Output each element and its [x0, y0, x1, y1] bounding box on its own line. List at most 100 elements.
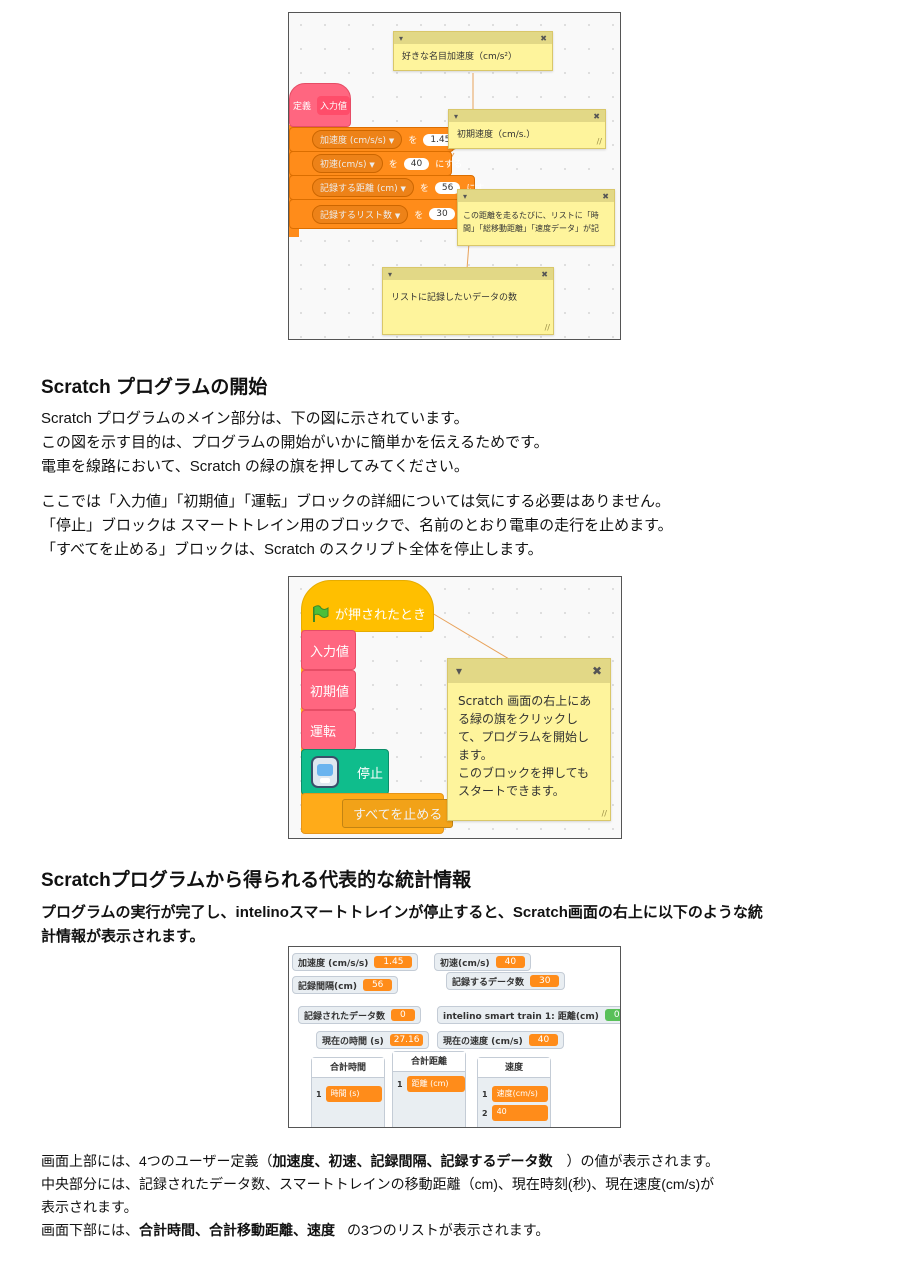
list-item[interactable]: 2 40	[482, 1105, 548, 1121]
monitor-value: 1.45	[374, 956, 413, 968]
monitor-label: 記録されたデータ数	[304, 1011, 386, 1022]
resize-handle[interactable]: //	[601, 809, 607, 818]
resize-handle[interactable]: //	[544, 323, 550, 332]
set-record-distance-block[interactable]: 記録する距離 (cm) ▼ を 56 にす	[289, 175, 484, 200]
variable-dropdown[interactable]: 初速(cm/s) ▼	[312, 154, 383, 173]
to-label: を	[408, 136, 418, 146]
paragraph-stats-lead: プログラムの実行が完了し、intelinoスマートトレインが停止すると、Scra…	[41, 901, 763, 949]
define-name: 入力値	[317, 95, 351, 115]
monitor-initial-speed[interactable]: 初速(cm/s) 40	[434, 953, 532, 971]
monitor-train-distance[interactable]: intelino smart train 1: 距離(cm) 0	[437, 1006, 620, 1024]
list-index: 1	[482, 1089, 488, 1099]
set-list-count-block[interactable]: 記録するリスト数 ▼ を 30 にす	[289, 199, 479, 229]
variable-dropdown[interactable]: 記録するリスト数 ▼	[312, 204, 409, 224]
comment-start-hint[interactable]: ▾✖ Scratch 画面の右上にあ る緑の旗をクリックし て、プログラムを開始…	[447, 658, 611, 821]
paragraph-start-intro: Scratch プログラムのメイン部分は、下の図に示されています。 この図を示す…	[41, 407, 549, 479]
input-values-block[interactable]: 入力値	[301, 630, 356, 670]
text-line: 「停止」ブロックは スマートトレイン用のブロックで、名前のとおり電車の走行を止め…	[41, 517, 673, 534]
block-label: 運転	[310, 724, 337, 740]
set-initial-speed-block[interactable]: 初速(cm/s) ▼ を 40 にする	[289, 151, 462, 176]
to-label: を	[388, 160, 398, 170]
paragraph-stats-summary: 画面上部には、4つのユーザー定義（加速度、初速、記録間隔、記録するデータ数）の値…	[41, 1150, 719, 1242]
to-label: を	[419, 184, 429, 194]
list-total-time[interactable]: 合計時間 1 時間 (s)	[311, 1057, 385, 1127]
close-icon[interactable]: ✖	[540, 33, 547, 43]
green-flag-icon[interactable]	[311, 605, 329, 622]
train-stop-block[interactable]: 停止	[301, 749, 389, 795]
run-block[interactable]: 運転	[301, 710, 356, 750]
monitor-record-count[interactable]: 記録するデータ数 30	[446, 972, 566, 990]
list-title: 合計時間	[312, 1058, 384, 1078]
monitor-label: 初速(cm/s)	[440, 958, 490, 969]
section-heading-start: Scratch プログラムの開始	[41, 377, 268, 398]
monitor-recorded-data[interactable]: 記録されたデータ数 0	[298, 1006, 421, 1024]
monitor-acceleration[interactable]: 加速度 (cm/s/s) 1.45	[292, 953, 419, 971]
block-label: 初期値	[310, 684, 350, 700]
resize-handle[interactable]: //	[596, 137, 602, 146]
figure-stats-monitors: 加速度 (cm/s/s) 1.45 初速(cm/s) 40 記録するデータ数 3…	[288, 946, 621, 1128]
list-total-distance[interactable]: 合計距離 1 距離 (cm)	[392, 1051, 466, 1127]
text-line: この図を示す目的は、プログラムの開始がいかに簡単かを伝えるためです。	[41, 434, 549, 451]
variable-dropdown[interactable]: 記録する距離 (cm) ▼	[312, 178, 414, 197]
close-icon[interactable]: ✖	[593, 111, 600, 121]
list-title: 合計距離	[393, 1052, 465, 1072]
comment-record-distance[interactable]: ▾ ✖ この距離を走るたびに、リストに「時間」「総移動距離」「速度データ」が記	[457, 189, 615, 246]
close-icon[interactable]: ✖	[591, 664, 602, 678]
list-index: 1	[316, 1089, 322, 1099]
list-item[interactable]: 1 速度(cm/s)	[482, 1086, 548, 1102]
comment-text: 初期速度（cm/s.）	[457, 130, 536, 140]
value-input[interactable]: 30	[429, 208, 455, 220]
monitor-label: intelino smart train 1: 距離(cm)	[443, 1011, 599, 1022]
comment-initial-speed[interactable]: ▾ ✖ 初期速度（cm/s.） //	[448, 109, 606, 149]
list-value: 時間 (s)	[325, 1086, 382, 1102]
comment-acceleration[interactable]: ▾ ✖ 好きな名目加速度（cm/s²）	[393, 31, 553, 71]
monitor-record-interval[interactable]: 記録間隔(cm) 56	[292, 976, 399, 994]
value-input[interactable]: 40	[403, 157, 430, 170]
set-acceleration-block[interactable]: 加速度 (cm/s/s) ▼ を 1.45 に	[289, 127, 472, 152]
list-item[interactable]: 1 距離 (cm)	[397, 1076, 465, 1092]
stop-all-block[interactable]: すべてを止める	[301, 793, 454, 834]
list-value: 40	[491, 1105, 548, 1121]
monitor-value: 40	[528, 1034, 559, 1046]
list-item[interactable]: 1 時間 (s)	[316, 1086, 382, 1102]
list-speed[interactable]: 速度 1 速度(cm/s) 2 40	[477, 1057, 551, 1127]
monitor-value: 56	[362, 979, 393, 991]
to-label: を	[414, 210, 424, 221]
figure-main-program: が押されたとき 入力値 初期値 運転 停止 すべてを止める ▾✖ Scratch…	[288, 576, 622, 839]
initial-values-block[interactable]: 初期値	[301, 670, 356, 710]
chevron-down-icon[interactable]: ▾	[463, 191, 468, 201]
monitor-label: 加速度 (cm/s/s)	[298, 958, 369, 969]
green-flag-hat-block[interactable]: が押されたとき	[301, 580, 434, 632]
text-line: 表示されます。	[41, 1199, 138, 1215]
text-line: 計情報が表示されます。	[41, 928, 205, 945]
monitor-current-speed[interactable]: 現在の速度 (cm/s) 40	[437, 1031, 565, 1049]
block-label: すべてを止める	[353, 808, 443, 823]
monitor-current-time[interactable]: 現在の時間 (s) 27.16	[316, 1031, 430, 1049]
text-line: 「すべてを止める」ブロックは、Scratch のスクリプト全体を停止します。	[41, 541, 543, 558]
define-label: 定義	[293, 101, 312, 112]
comment-text: 好きな名目加速度（cm/s²）	[402, 52, 518, 62]
list-index: 2	[482, 1108, 488, 1118]
block-label: 入力値	[310, 644, 350, 660]
close-icon[interactable]: ✖	[541, 269, 548, 279]
chevron-down-icon[interactable]: ▾	[399, 33, 404, 43]
stop-all-dropdown[interactable]: すべてを止める	[342, 799, 454, 828]
comment-list-count[interactable]: ▾✖ リストに記録したいデータの数 //	[382, 267, 554, 335]
suffix-label: にする	[435, 160, 463, 170]
close-icon[interactable]: ✖	[602, 191, 609, 201]
monitor-value: 40	[495, 956, 526, 968]
chevron-down-icon: ▼	[394, 211, 401, 220]
define-hat-block[interactable]: 定義 入力値	[289, 83, 351, 127]
chevron-down-icon[interactable]: ▾	[454, 111, 459, 121]
monitor-value: 27.16	[389, 1034, 424, 1046]
value-input[interactable]: 56	[434, 181, 461, 194]
block-label: 停止	[357, 766, 384, 782]
chevron-down-icon[interactable]: ▾	[456, 664, 463, 678]
comment-text: この距離を走るたびに、リストに「時間」「総移動距離」「速度データ」が記	[463, 211, 599, 233]
monitor-label: 現在の時間 (s)	[322, 1036, 384, 1047]
text-line: 電車を線路において、Scratch の緑の旗を押してみてください。	[41, 458, 469, 475]
text-line: プログラムの実行が完了し、intelinoスマートトレインが停止すると、Scra…	[41, 904, 763, 921]
text-line: ここでは「入力値」「初期値」「運転」ブロックの詳細については気にする必要はありま…	[41, 493, 670, 510]
chevron-down-icon[interactable]: ▾	[388, 269, 393, 279]
variable-dropdown[interactable]: 加速度 (cm/s/s) ▼	[312, 130, 403, 149]
